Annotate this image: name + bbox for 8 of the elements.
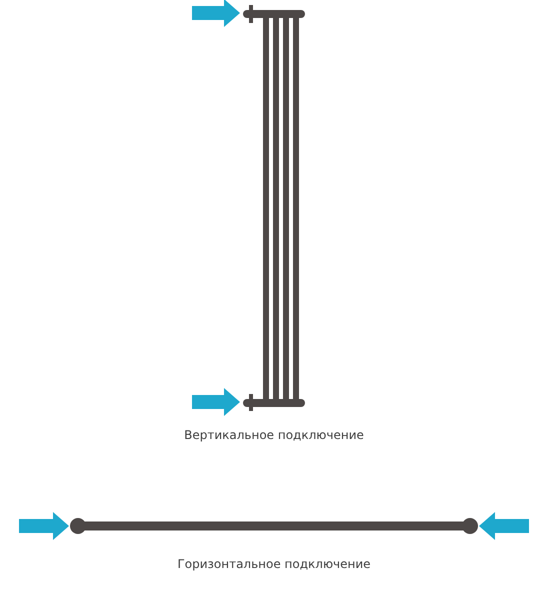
arrow <box>19 512 69 540</box>
caption: Горизонтальное подключение <box>177 557 371 571</box>
horizontal-radiator-drawing <box>69 517 479 535</box>
arrow <box>479 512 529 540</box>
arrow <box>192 0 240 27</box>
vertical-radiator-drawing <box>240 3 306 411</box>
caption: Вертикальное подключение <box>184 428 364 442</box>
arrow <box>192 388 240 416</box>
